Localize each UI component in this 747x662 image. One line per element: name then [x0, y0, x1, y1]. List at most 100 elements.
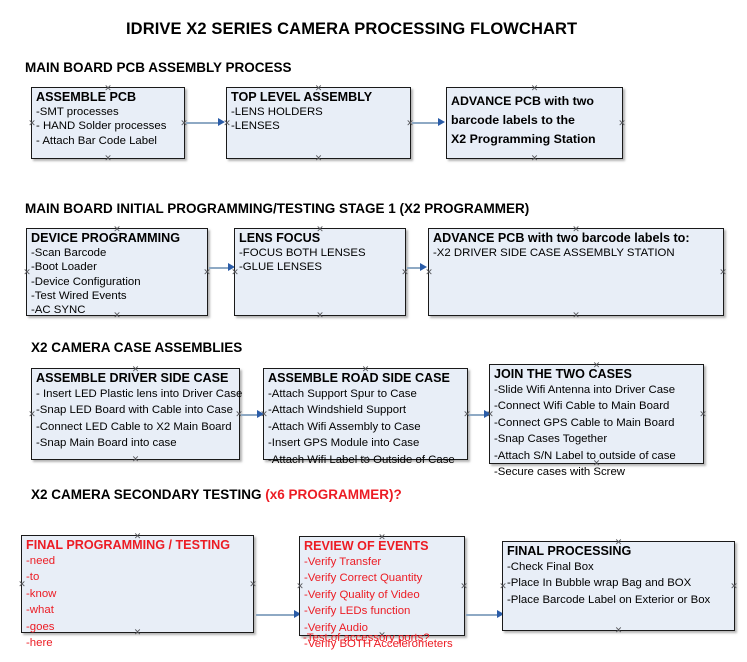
node-line: -Verify LEDs function	[304, 605, 411, 618]
resize-handle-right[interactable]	[719, 268, 728, 277]
node-top-level-assembly[interactable]: TOP LEVEL ASSEMBLY -LENS HOLDERS -LENSES	[226, 87, 411, 159]
resize-handle-top[interactable]	[131, 365, 140, 374]
resize-handle-left[interactable]	[296, 582, 305, 591]
node-join-the-two-cases[interactable]: JOIN THE TWO CASES -Slide Wifi Antenna i…	[486, 361, 704, 478]
resize-handle-top[interactable]	[592, 361, 601, 370]
resize-handle-bottom[interactable]	[314, 154, 323, 163]
node-line: -Insert GPS Module into Case	[268, 437, 420, 450]
node-overflow-line: -Test of accessory ports?	[303, 632, 430, 644]
node-title: REVIEW OF EVENTS	[304, 539, 429, 553]
node-title: LENS FOCUS	[239, 231, 321, 245]
node-final-programming-testing[interactable]: FINAL PROGRAMMING / TESTING -need -to -k…	[18, 532, 254, 649]
node-advance-pcb-to-driver-side-case-assembly-station[interactable]: ADVANCE PCB with two barcode labels to: …	[428, 228, 724, 316]
resize-handle-top[interactable]	[113, 225, 122, 234]
node-assemble-road-side-case[interactable]: ASSEMBLE ROAD SIDE CASE -Attach Support …	[260, 365, 468, 466]
resize-handle-right[interactable]	[203, 268, 212, 277]
section-header-main-board-pcb-assembly-process: MAIN BOARD PCB ASSEMBLY PROCESS	[25, 60, 292, 75]
node-line: -GLUE LENSES	[239, 261, 322, 274]
resize-handle-left[interactable]	[486, 410, 495, 419]
resize-handle-bottom[interactable]	[614, 626, 623, 635]
node-line: -Boot Loader	[31, 261, 97, 274]
node-title: TOP LEVEL ASSEMBLY	[231, 90, 373, 104]
resize-handle-bottom[interactable]	[572, 311, 581, 320]
node-line: -AC SYNC	[31, 304, 86, 317]
node-final-processing[interactable]: FINAL PROCESSING -Check Final Box -Place…	[502, 541, 735, 631]
resize-handle-right[interactable]	[618, 119, 627, 128]
resize-handle-bottom[interactable]	[361, 455, 370, 464]
node-line: -Snap Cases Together	[494, 433, 608, 446]
resize-handle-left[interactable]	[499, 582, 508, 591]
resize-handle-left[interactable]	[23, 268, 32, 277]
node-line: -Place Barcode Label on Exterior or Box	[507, 593, 711, 606]
section-header-x2-camera-secondary-testing: X2 CAMERA SECONDARY TESTING (x6 PROGRAMM…	[31, 487, 402, 502]
node-device-programming[interactable]: DEVICE PROGRAMMING -Scan Barcode -Boot L…	[26, 228, 208, 316]
connector-arrowhead	[420, 263, 427, 271]
resize-handle-bottom[interactable]	[131, 455, 140, 464]
resize-handle-bottom[interactable]	[104, 154, 113, 163]
node-line: - Insert LED Plastic lens into Driver Ca…	[36, 388, 243, 400]
resize-handle-bottom[interactable]	[316, 311, 325, 320]
node-title: ASSEMBLE PCB	[36, 90, 137, 104]
node-line: -FOCUS BOTH LENSES	[239, 247, 366, 259]
node-line: -Secure cases with Screw	[494, 466, 626, 479]
node-line: - Attach Bar Code Label	[36, 134, 157, 147]
resize-handle-top[interactable]	[378, 533, 387, 542]
connector-line	[412, 122, 440, 124]
connector-arrowhead	[438, 118, 445, 126]
resize-handle-left[interactable]	[231, 268, 240, 277]
resize-handle-bottom[interactable]	[113, 311, 122, 320]
node-title: JOIN THE TWO CASES	[494, 367, 632, 381]
resize-handle-right[interactable]	[730, 582, 739, 591]
resize-handle-right[interactable]	[249, 580, 258, 589]
resize-handle-bottom[interactable]	[592, 459, 601, 468]
node-assemble-pcb[interactable]: ASSEMBLE PCB -SMT processes - HAND Solde…	[31, 87, 185, 159]
node-line: -Test Wired Events	[31, 289, 127, 302]
node-line: -LENSES	[231, 120, 280, 133]
node-line: -Scan Barcode	[31, 247, 107, 259]
resize-handle-right[interactable]	[460, 582, 469, 591]
connector-arrowhead	[218, 118, 225, 126]
resize-handle-right[interactable]	[699, 410, 708, 419]
node-line: -Verify Transfer	[304, 556, 382, 568]
node-lens-focus[interactable]: LENS FOCUS -FOCUS BOTH LENSES -GLUE LENS…	[234, 228, 406, 316]
node-line: -Attach S/N Label to outside of case	[494, 449, 676, 462]
node-title: ADVANCE PCB with two barcode labels to:	[433, 231, 690, 245]
node-title: ASSEMBLE DRIVER SIDE CASE	[36, 371, 229, 385]
connector-line	[256, 614, 296, 616]
resize-handle-top[interactable]	[530, 84, 539, 93]
section-header-x2-camera-case-assemblies: X2 CAMERA CASE ASSEMBLIES	[31, 340, 243, 355]
page-title: IDRIVE X2 SERIES CAMERA PROCESSING FLOWC…	[126, 20, 578, 38]
resize-handle-left[interactable]	[425, 268, 434, 277]
resize-handle-top[interactable]	[316, 225, 325, 234]
node-title: DEVICE PROGRAMMING	[31, 231, 181, 245]
resize-handle-top[interactable]	[614, 538, 623, 547]
resize-handle-top[interactable]	[361, 365, 370, 374]
node-line: -Snap LED Board with Cable into Case	[36, 404, 233, 417]
resize-handle-top[interactable]	[314, 84, 323, 93]
node-line: -Check Final Box	[507, 561, 594, 573]
resize-handle-top[interactable]	[104, 84, 113, 93]
node-line: X2 Programming Station	[451, 132, 596, 146]
resize-handle-bottom[interactable]	[530, 154, 539, 163]
node-review-of-events[interactable]: REVIEW OF EVENTS -Verify Transfer -Verif…	[296, 533, 465, 650]
node-assemble-driver-side-case[interactable]: ASSEMBLE DRIVER SIDE CASE - Insert LED P…	[28, 365, 243, 460]
resize-handle-bottom[interactable]	[133, 628, 142, 637]
resize-handle-left[interactable]	[28, 410, 37, 419]
node-line: -Slide Wifi Antenna into Driver Case	[494, 384, 676, 396]
node-line: -Verify Quality of Video	[304, 588, 420, 601]
node-advance-pcb-to-x2-programming-station[interactable]: ADVANCE PCB with two barcode labels to t…	[446, 87, 623, 159]
resize-handle-top[interactable]	[572, 225, 581, 234]
section-header-accent: (x6 PROGRAMMER)?	[265, 487, 402, 502]
node-line: -Attach Windshield Support	[268, 404, 407, 417]
resize-handle-right[interactable]	[401, 268, 410, 277]
resize-handle-left[interactable]	[223, 119, 232, 128]
resize-handle-left[interactable]	[18, 580, 27, 589]
node-line: ADVANCE PCB with two	[451, 94, 594, 108]
resize-handle-top[interactable]	[133, 532, 142, 541]
node-line: -SMT processes	[36, 106, 119, 118]
resize-handle-left[interactable]	[28, 119, 37, 128]
node-line: -Attach Support Spur to Case	[268, 388, 417, 400]
resize-handle-left[interactable]	[260, 410, 269, 419]
connector-line	[209, 267, 231, 269]
